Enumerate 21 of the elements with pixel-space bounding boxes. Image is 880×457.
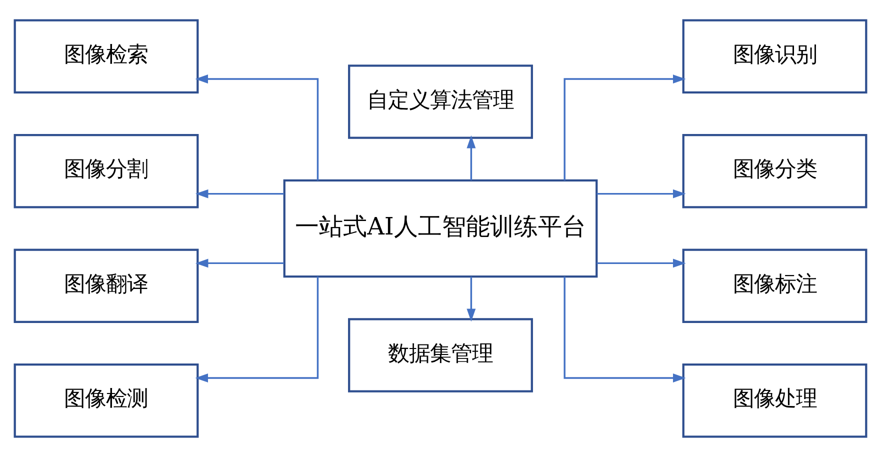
arrow <box>466 135 476 180</box>
node-box: 图像处理 <box>682 364 867 438</box>
node-box: 图像标注 <box>682 248 867 323</box>
node-box: 数据集管理 <box>348 318 532 392</box>
node-box: 图像翻译 <box>13 248 198 323</box>
node-box: 图像分割 <box>13 134 198 208</box>
node-box: 一站式AI人工智能训练平台 <box>282 179 598 278</box>
arrow <box>466 276 476 322</box>
arrow <box>563 74 686 180</box>
arrow <box>194 74 318 180</box>
node-box: 自定义算法管理 <box>348 64 532 139</box>
node-box: 图像检索 <box>13 19 198 94</box>
arrow <box>563 276 686 382</box>
arrow <box>596 258 686 268</box>
node-box: 图像识别 <box>682 19 867 94</box>
arrow <box>596 189 686 198</box>
node-box: 图像分类 <box>682 134 867 208</box>
arrow <box>194 258 284 268</box>
node-box: 图像检测 <box>13 364 198 438</box>
arrow <box>194 276 318 382</box>
arrow <box>194 189 284 198</box>
